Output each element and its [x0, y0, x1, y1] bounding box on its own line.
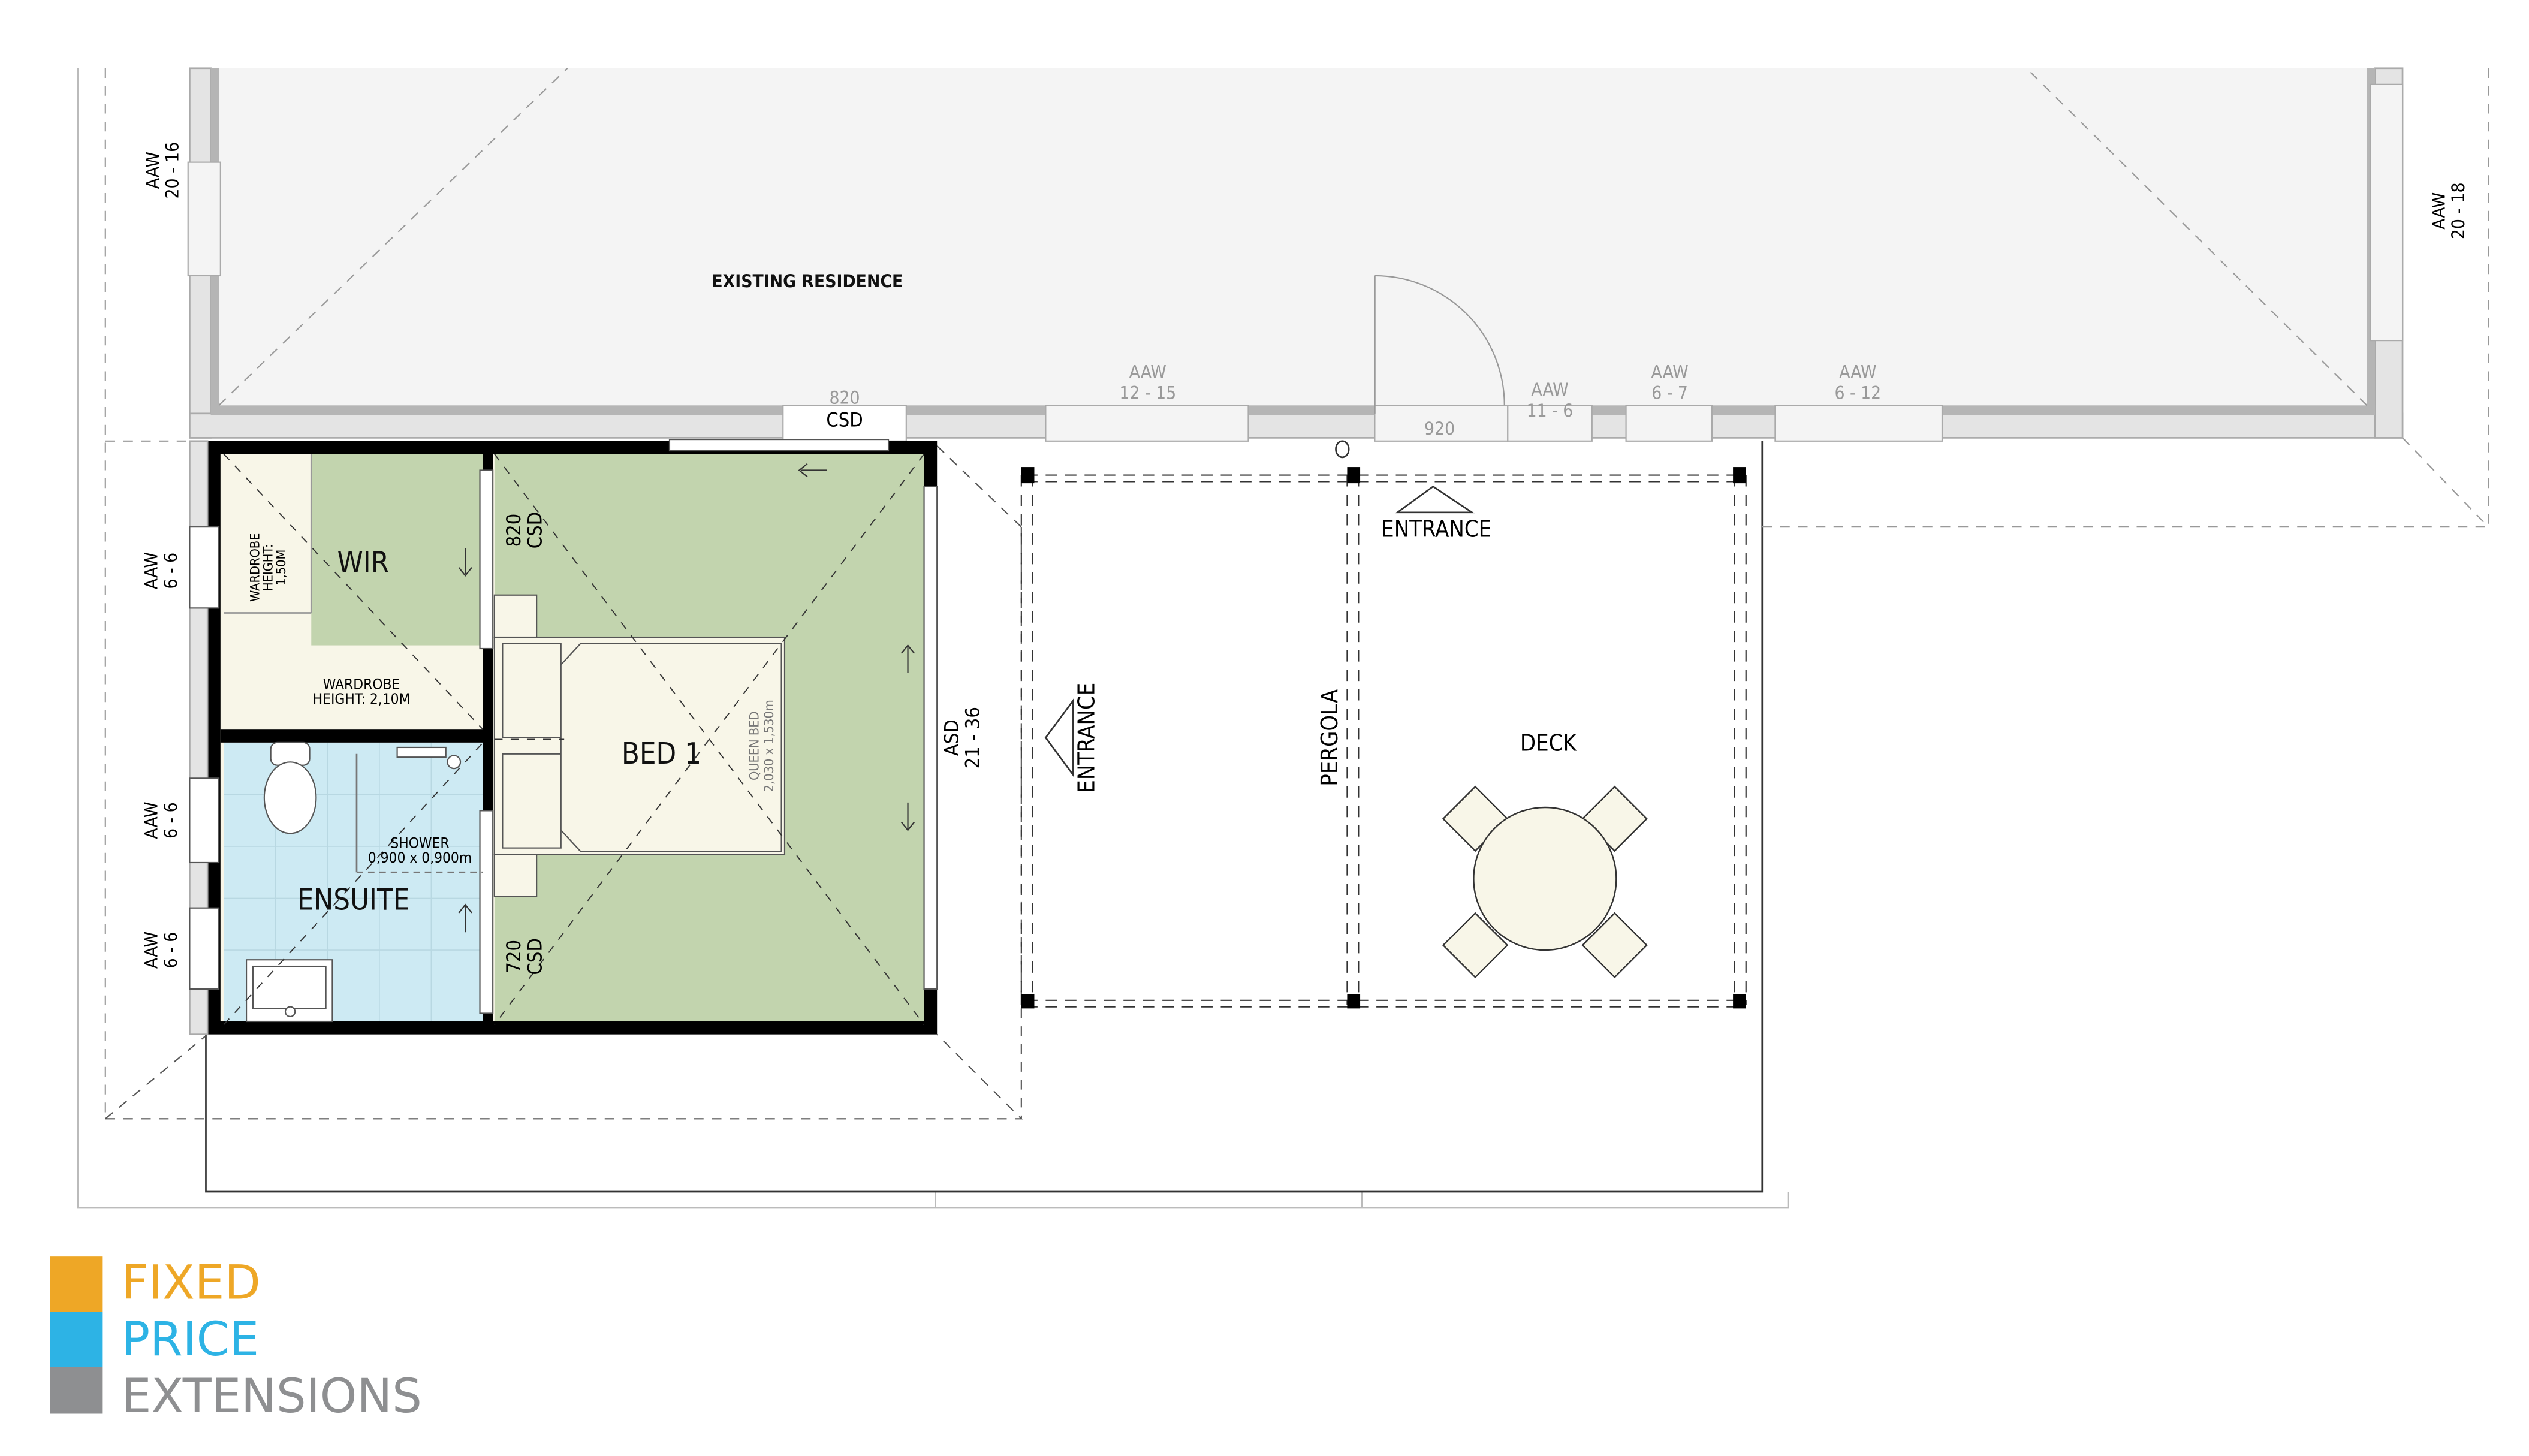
entrance-label: ENTRANCE — [1381, 516, 1491, 542]
queen-bed — [493, 636, 786, 855]
existing-residence-title: EXISTING RESIDENCE — [712, 271, 903, 292]
roof-outline — [105, 445, 1023, 1120]
asd-label: ASD21 - 36 — [940, 707, 984, 768]
window-label: AAW20 - 18 — [2428, 182, 2468, 239]
toilet — [263, 741, 317, 834]
window-label: AAW6 - 6 — [141, 802, 181, 839]
logo-text: FIXED — [122, 1255, 261, 1310]
existing-residence: EXISTING RESIDENCE AAW20 - 16 AAW20 - 18… — [104, 67, 2489, 1119]
wardrobe-low-label: WARDROBEHEIGHT:1,50M — [248, 533, 289, 602]
window-label: AAW6 - 6 — [141, 552, 181, 589]
room-label-wir: WIR — [337, 546, 389, 580]
door-width-label: 820 — [830, 388, 860, 409]
queen-bed-label: QUEEN BED2,030 x 1,530m — [747, 700, 777, 792]
window-label: AAW6 - 6 — [141, 932, 181, 969]
dining-table — [1442, 785, 1648, 979]
wir-door-label: 820CSD — [502, 512, 546, 548]
deck-label: DECK — [1520, 729, 1578, 756]
company-logo: FIXED PRICE EXTENSIONS — [50, 1255, 422, 1424]
deck-boundary — [205, 441, 1764, 1193]
logo-text: EXTENSIONS — [122, 1369, 422, 1424]
window-label: AAW20 - 16 — [143, 142, 183, 199]
entrance-arrow-icon — [1395, 485, 1475, 514]
room-label-ensuite: ENSUITE — [297, 883, 410, 917]
entrance-label: ENTRANCE — [1074, 683, 1100, 793]
logo-text: PRICE — [122, 1312, 259, 1367]
door-width-label: 920 — [1424, 418, 1455, 439]
basin — [246, 959, 333, 1023]
door-type-label: CSD — [826, 408, 863, 431]
pergola-label: PERGOLA — [1316, 689, 1343, 786]
entrance-arrow-icon — [1044, 698, 1074, 778]
room-label-bed1: BED 1 — [622, 737, 701, 771]
ensuite-door-label: 720CSD — [502, 938, 546, 975]
pergola: ENTRANCE ENTRANCE PERGOLA DECK — [1020, 467, 1747, 1009]
site-boundary — [77, 68, 1789, 1209]
